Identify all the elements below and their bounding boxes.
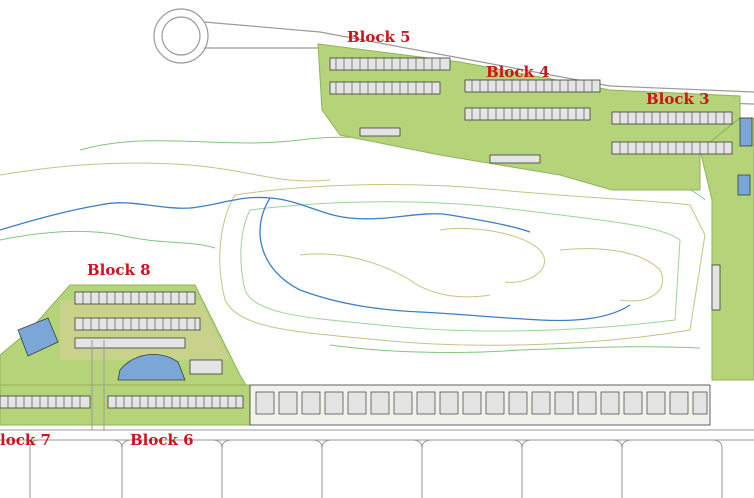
north-building-pattern <box>335 58 725 154</box>
central-boulevard <box>91 340 105 430</box>
south-villa-row <box>249 384 711 426</box>
south-road <box>0 429 754 498</box>
block-7-label: lock 7 <box>0 431 51 449</box>
block-3-label: Block 3 <box>646 90 710 108</box>
block-5-label: Block 5 <box>347 28 411 46</box>
block-6-label: Block 6 <box>130 431 194 449</box>
block-8-label: Block 8 <box>87 261 151 279</box>
river <box>0 196 631 322</box>
block-4-label: Block 4 <box>486 63 550 81</box>
west-building-pattern <box>7 292 237 408</box>
north-buildings <box>329 57 753 311</box>
west-buildings <box>0 291 244 409</box>
